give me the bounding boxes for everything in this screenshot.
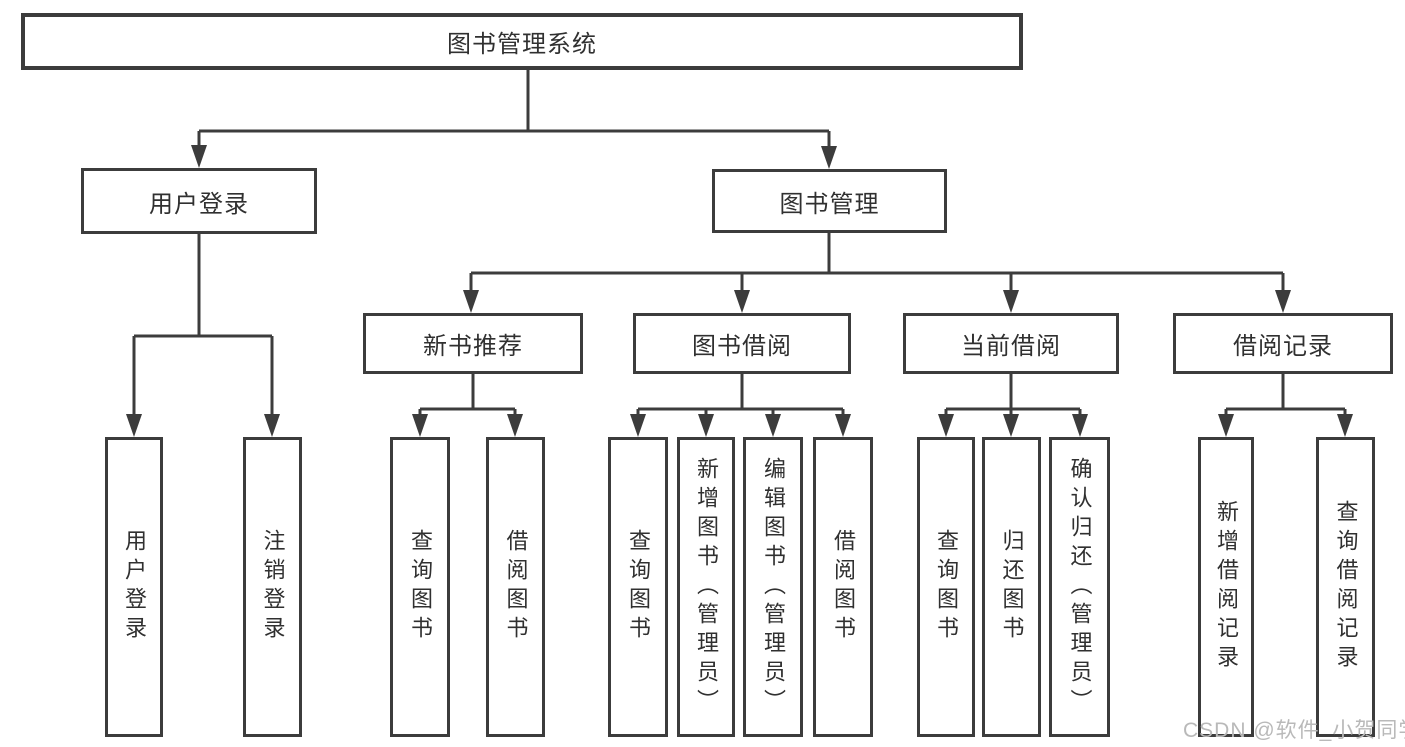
leaf-borrowing-edit-books-admin: 编辑图书（管理员） — [743, 437, 803, 737]
node-current-borrowing: 当前借阅 — [903, 313, 1119, 374]
leaf-user-login: 用户登录 — [105, 437, 163, 737]
leaf-records-query-record: 查询借阅记录 — [1316, 437, 1375, 737]
node-library-system: 图书管理系统 — [21, 13, 1023, 70]
leaf-records-add-record: 新增借阅记录 — [1198, 437, 1254, 737]
leaf-recommend-query-books: 查询图书 — [390, 437, 450, 737]
node-user-login: 用户登录 — [81, 168, 317, 234]
node-new-book-recommend: 新书推荐 — [363, 313, 583, 374]
leaf-current-confirm-return-admin: 确认归还（管理员） — [1049, 437, 1110, 737]
leaf-borrowing-borrow-books: 借阅图书 — [813, 437, 873, 737]
leaf-current-query-books: 查询图书 — [917, 437, 975, 737]
node-book-management: 图书管理 — [712, 169, 947, 233]
csdn-watermark: CSDN @软件_小贺同学 — [1183, 719, 1405, 742]
leaf-borrowing-add-books-admin: 新增图书（管理员） — [677, 437, 735, 737]
leaf-recommend-borrow-books: 借阅图书 — [486, 437, 545, 737]
leaf-borrowing-query-books: 查询图书 — [608, 437, 668, 737]
node-book-borrowing: 图书借阅 — [633, 313, 851, 374]
leaf-current-return-books: 归还图书 — [982, 437, 1041, 737]
leaf-logout: 注销登录 — [243, 437, 302, 737]
node-borrowing-records: 借阅记录 — [1173, 313, 1393, 374]
